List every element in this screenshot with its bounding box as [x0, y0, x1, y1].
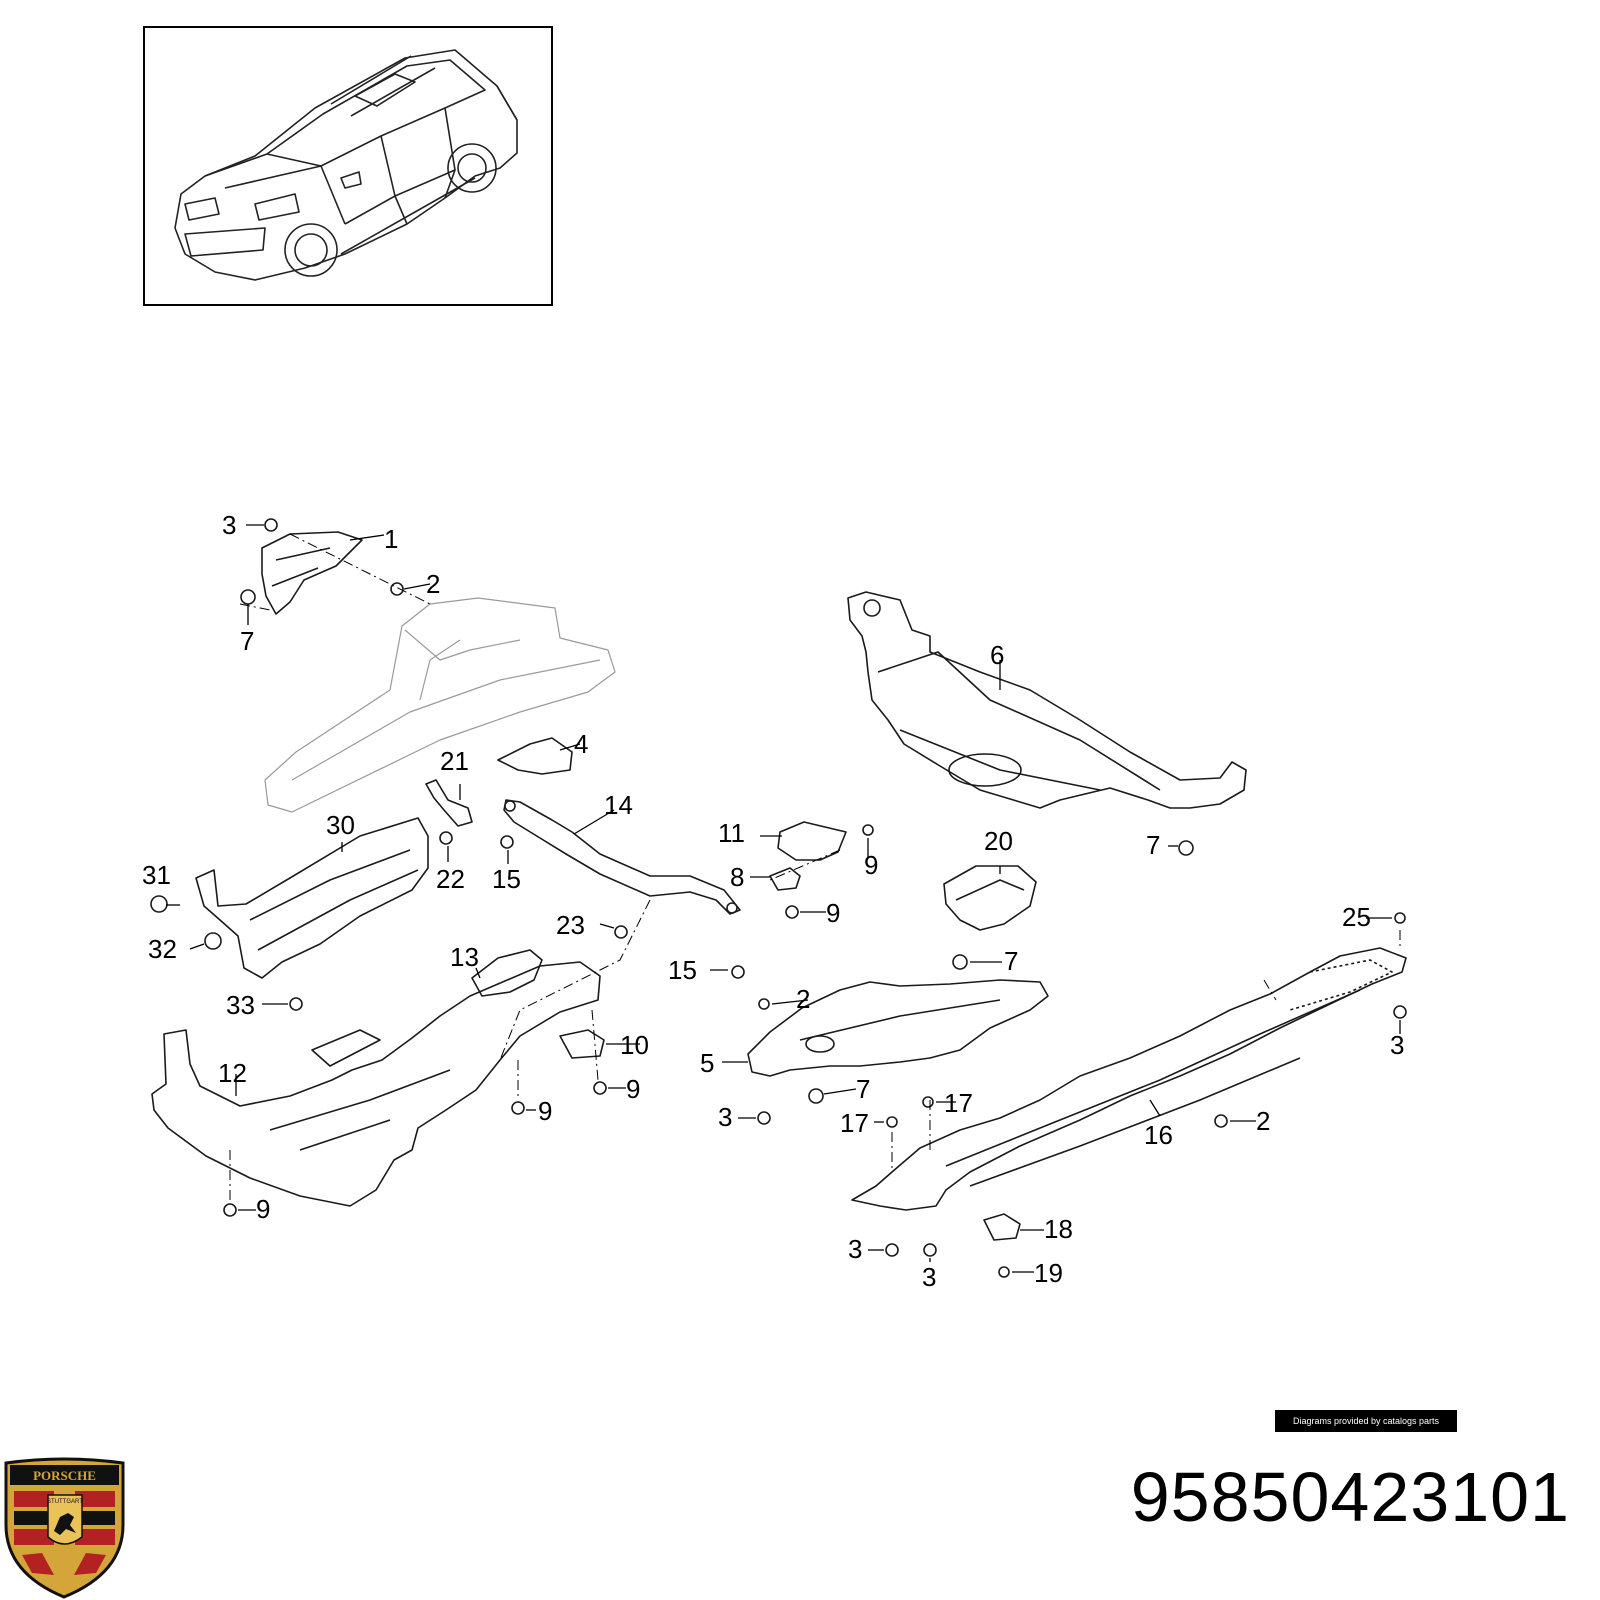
callout-31: 31: [142, 860, 171, 890]
callout-4: 4: [574, 729, 589, 759]
fasteners: [223, 518, 1407, 1278]
callout-9: 9: [256, 1194, 271, 1224]
callout-17: 17: [840, 1108, 869, 1138]
callout-2: 2: [1256, 1106, 1271, 1136]
part-number: 95850423101: [1130, 1458, 1570, 1536]
callout-21: 21: [440, 746, 469, 776]
part-32-grommet: [204, 932, 222, 950]
part-14-crossmember: [503, 799, 741, 915]
part-4-bracket: [497, 737, 573, 775]
callout-9: 9: [826, 898, 841, 928]
callout-7: 7: [856, 1074, 871, 1104]
callout-33: 33: [226, 990, 255, 1020]
callout-15: 15: [492, 864, 521, 894]
part-11-bracket: [777, 821, 847, 861]
callout-3: 3: [1390, 1030, 1405, 1060]
callout-13: 13: [450, 942, 479, 972]
callout-18: 18: [1044, 1214, 1073, 1244]
callout-19: 19: [1034, 1258, 1063, 1288]
callout-15: 15: [668, 955, 697, 985]
part-6-shield: [847, 591, 1247, 809]
alignment-lines: [229, 533, 1401, 1200]
callout-5: 5: [700, 1048, 715, 1078]
callout-16: 16: [1144, 1120, 1173, 1150]
callout-9: 9: [538, 1096, 553, 1126]
callout-12: 12: [218, 1058, 247, 1088]
part-21-strap: [425, 779, 473, 827]
callout-20: 20: [984, 826, 1013, 856]
part-31-grommet: [150, 895, 168, 913]
logo-text: PORSCHE: [33, 1468, 96, 1483]
logo-subtext: STUTTGART: [47, 1499, 83, 1505]
callout-3: 3: [222, 510, 237, 540]
part-12-panel: [151, 961, 601, 1207]
part-8-bracket: [769, 867, 801, 891]
callout-14: 14: [604, 790, 633, 820]
callout-9: 9: [626, 1074, 641, 1104]
part-16-panel: [851, 947, 1407, 1211]
credit-badge: Diagrams provided by catalogs parts: [1275, 1410, 1457, 1432]
car-suv-outline-icon: [174, 49, 518, 281]
callout-7: 7: [240, 626, 255, 656]
part-20-shield: [943, 865, 1037, 931]
porsche-crest-icon: PORSCHE STUTTGART: [4, 1457, 125, 1599]
callout-7: 7: [1004, 946, 1019, 976]
part-10-plate: [559, 1029, 605, 1059]
callout-6: 6: [990, 640, 1005, 670]
callout-23: 23: [556, 910, 585, 940]
callout-30: 30: [326, 810, 355, 840]
callout-3: 3: [922, 1262, 937, 1292]
callout-32: 32: [148, 934, 177, 964]
floor-reference-outline: [264, 597, 616, 813]
part-22-nut: [439, 831, 453, 845]
callout-8: 8: [730, 862, 745, 892]
callout-10: 10: [620, 1030, 649, 1060]
callout-7: 7: [1146, 830, 1161, 860]
part-13-shroud: [471, 949, 543, 997]
callout-25: 25: [1342, 902, 1371, 932]
callout-1: 1: [384, 524, 399, 554]
leader-lines: [166, 524, 1401, 1273]
callout-2: 2: [426, 569, 441, 599]
callout-3: 3: [848, 1234, 863, 1264]
callout-17: 17: [944, 1088, 973, 1118]
vehicle-inset-frame: [143, 26, 553, 306]
callout-11: 11: [718, 818, 745, 848]
callout-9: 9: [864, 850, 879, 880]
callout-22: 22: [436, 864, 465, 894]
part-18-bracket: [983, 1213, 1021, 1241]
part-30-shield: [195, 817, 429, 979]
callout-3: 3: [718, 1102, 733, 1132]
part-5-shield: [747, 979, 1049, 1077]
callout-2: 2: [796, 984, 811, 1014]
part-1-shield: [261, 531, 363, 615]
